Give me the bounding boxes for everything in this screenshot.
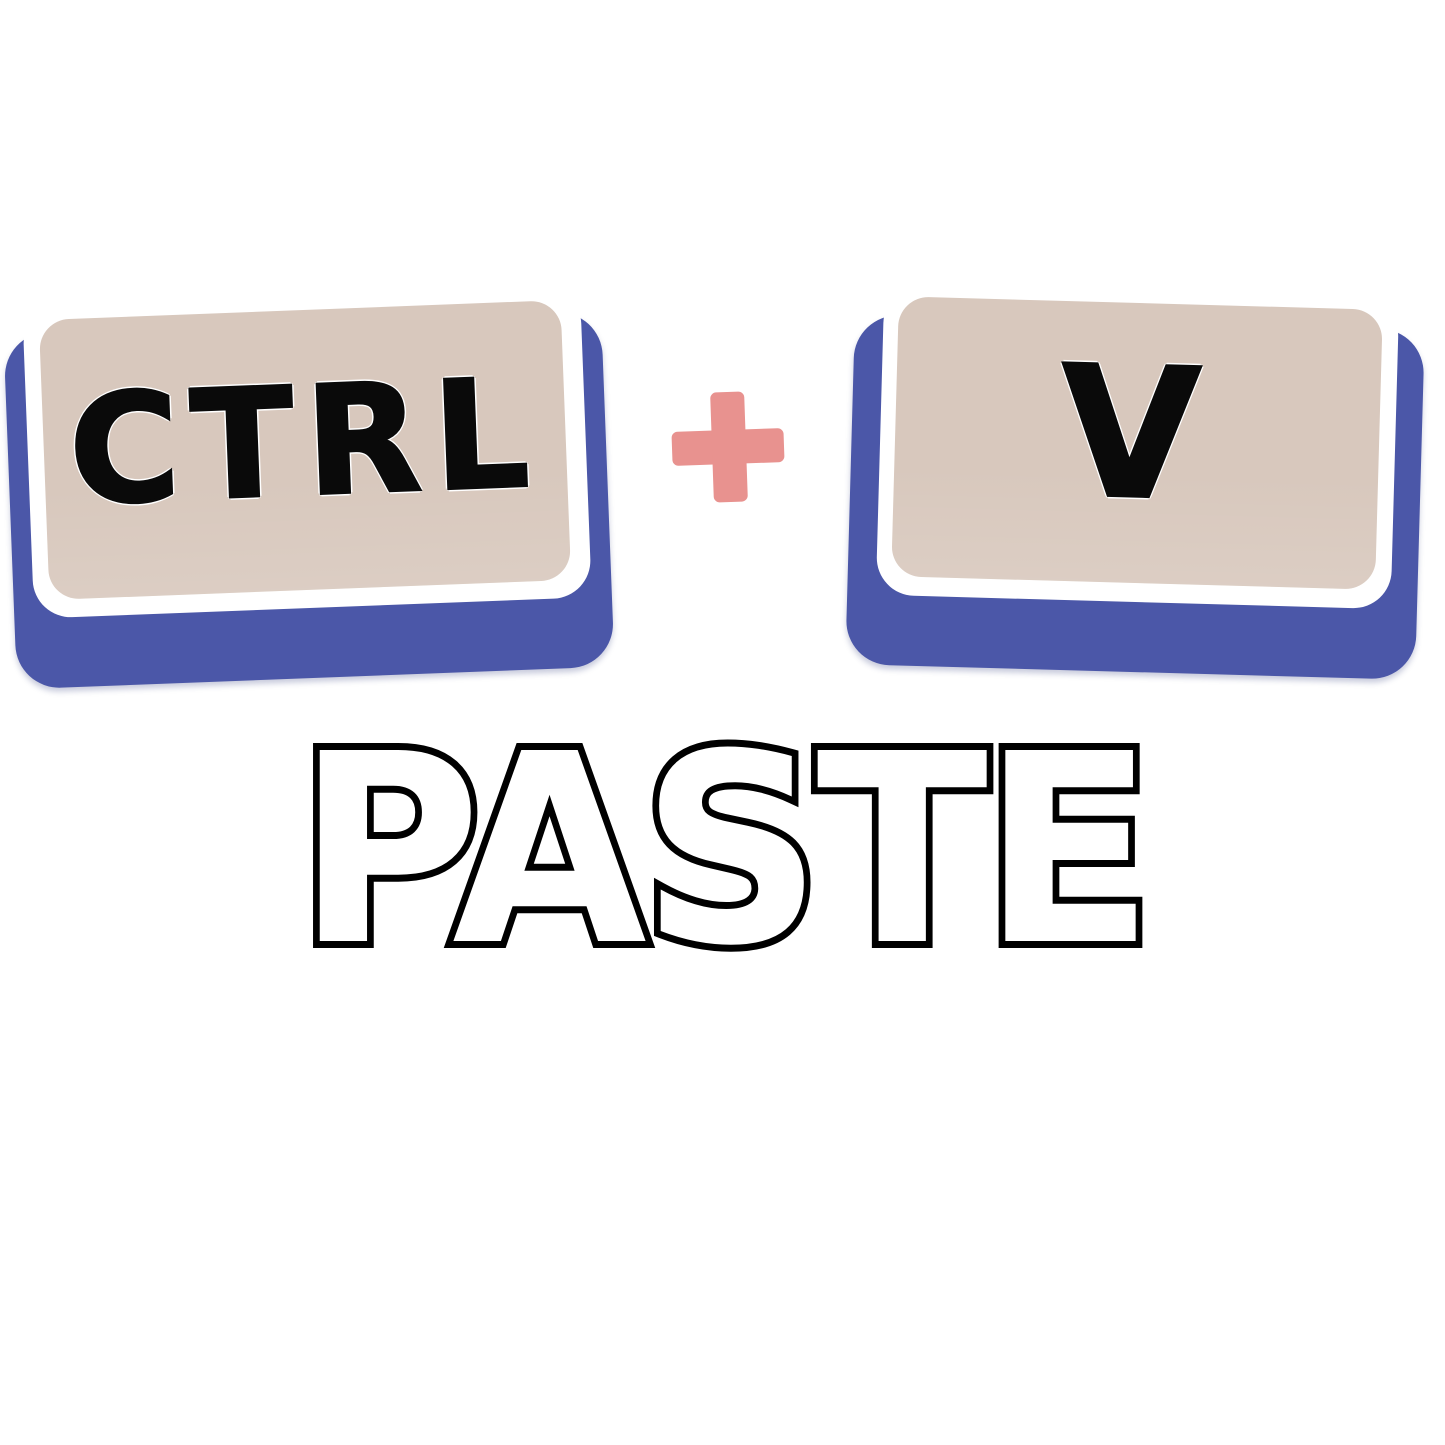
v-key-label: V [1056, 327, 1204, 543]
action-caption: PASTE [290, 698, 1161, 1003]
v-key: V [0, 0, 1445, 700]
